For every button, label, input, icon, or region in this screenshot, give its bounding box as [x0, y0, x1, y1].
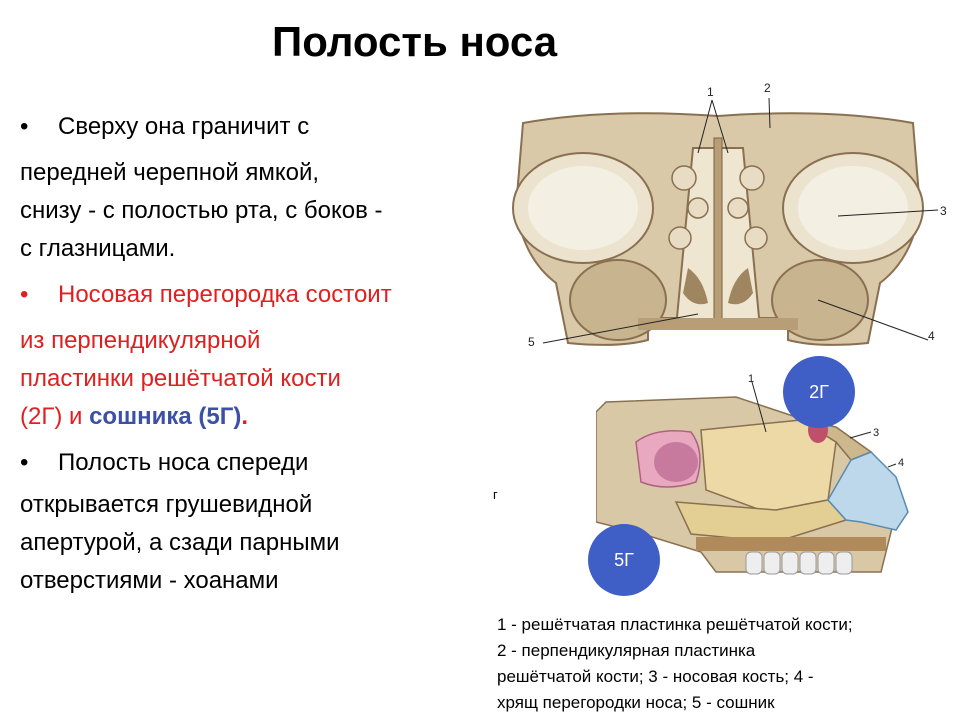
svg-text:1: 1: [748, 373, 754, 385]
svg-text:1: 1: [707, 85, 714, 99]
svg-text:5: 5: [528, 335, 535, 349]
slide-title: Полость носа: [272, 18, 558, 65]
svg-text:4: 4: [898, 457, 904, 469]
svg-text:3: 3: [940, 204, 947, 218]
figure-caption: 1 - решётчатая пластинка решётчатой кост…: [497, 615, 853, 712]
svg-text:4: 4: [928, 329, 935, 343]
badge-5g: 5Г: [588, 524, 660, 596]
bullet-2-tail: (2Г) и сошника (5Г).: [20, 403, 248, 430]
badge-2g: 2Г: [783, 356, 855, 428]
svg-text:2: 2: [764, 81, 771, 95]
skull-coronal-illustration: 1 2 3 4 5: [488, 78, 950, 378]
svg-text:3: 3: [873, 427, 879, 439]
stray-char: г: [493, 487, 498, 502]
